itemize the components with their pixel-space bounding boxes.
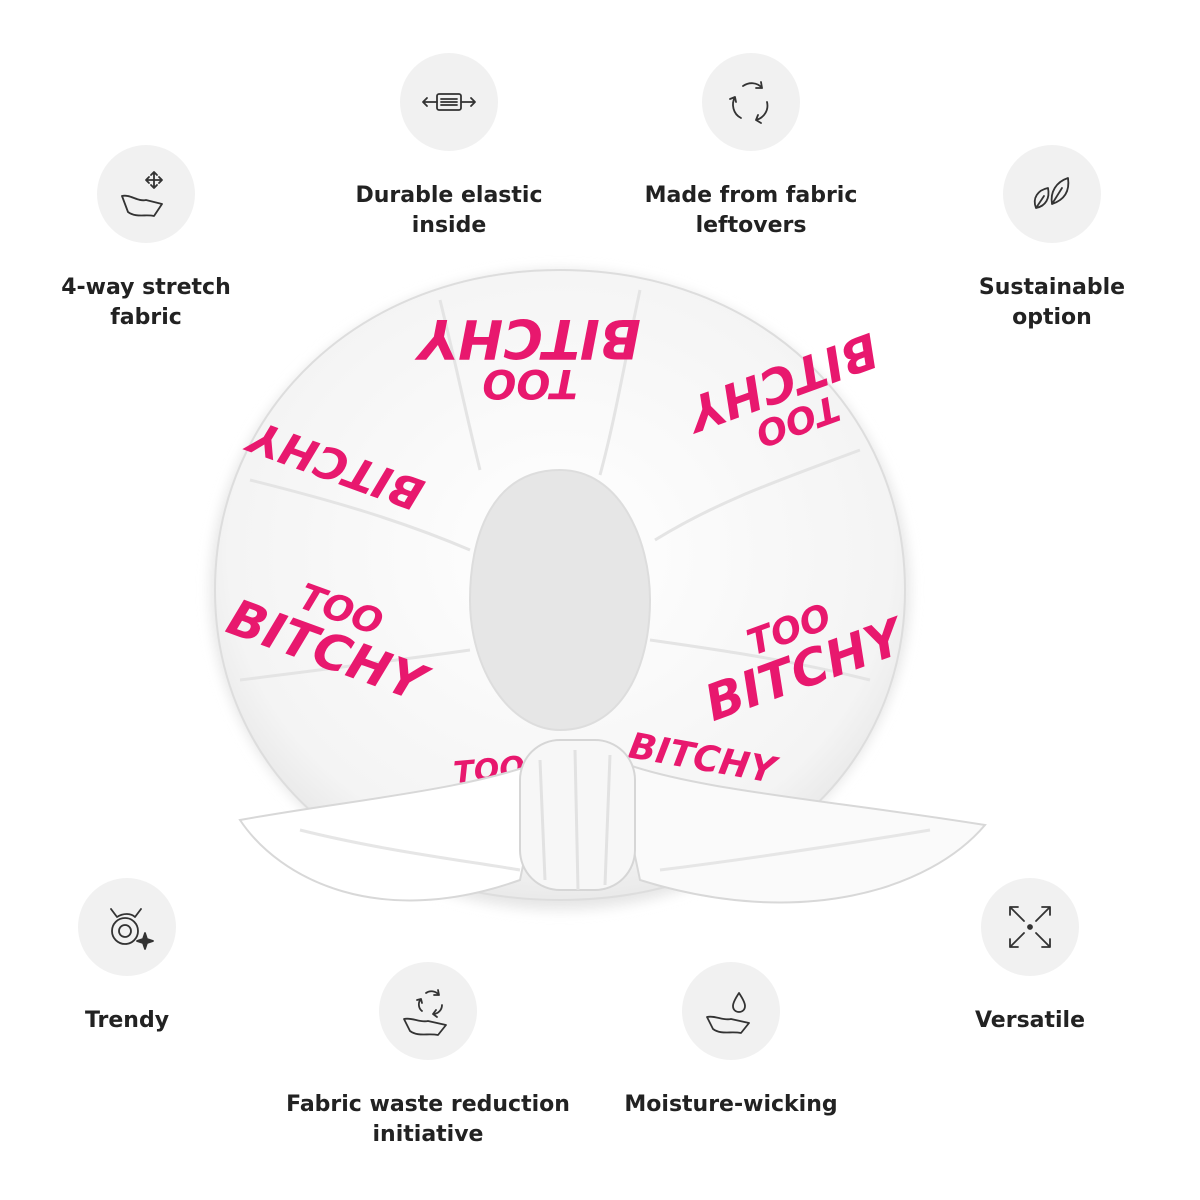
feature-fabric-leftovers: Made from fabric leftovers bbox=[591, 53, 911, 241]
feature-waste-reduction: Fabric waste reduction initiative bbox=[268, 962, 588, 1150]
feature-moisture-wicking: Moisture-wicking bbox=[571, 962, 891, 1120]
sparkle-ponytail-icon bbox=[110, 908, 154, 950]
feature-4-way-stretch: 4-way stretch fabric bbox=[0, 145, 306, 333]
feature-versatile: Versatile bbox=[870, 878, 1190, 1036]
feature-icon-circle bbox=[379, 962, 477, 1060]
water-drop-fabric-icon bbox=[706, 992, 750, 1034]
expand-arrows-icon bbox=[1009, 906, 1051, 948]
elastic-arrows-icon bbox=[422, 93, 476, 111]
feature-sustainable: Sustainable option bbox=[892, 145, 1200, 333]
feature-label: Versatile bbox=[974, 1008, 1086, 1033]
feature-icon-circle bbox=[400, 53, 498, 151]
feature-label: Moisture-wicking bbox=[624, 1092, 838, 1117]
feature-label: 4-way stretch fabric bbox=[61, 275, 231, 330]
feature-label: Durable elastic inside bbox=[355, 183, 543, 238]
stretch-fabric-icon bbox=[121, 171, 163, 217]
feature-icon-circle bbox=[97, 145, 195, 243]
fabric-recycle-icon bbox=[403, 989, 447, 1036]
leaves-icon bbox=[1033, 177, 1070, 209]
print-text: BITCHY bbox=[414, 307, 641, 370]
feature-icon-circle bbox=[981, 878, 1079, 976]
feature-label: Trendy bbox=[84, 1008, 170, 1033]
feature-icon-circle bbox=[702, 53, 800, 151]
feature-trendy: Trendy bbox=[0, 878, 287, 1036]
feature-label: Fabric waste reduction initiative bbox=[286, 1092, 570, 1147]
bow-knot bbox=[238, 739, 987, 904]
feature-icon-circle bbox=[1003, 145, 1101, 243]
print-text: TOO bbox=[482, 360, 577, 406]
feature-icon-circle bbox=[78, 878, 176, 976]
feature-durable-elastic: Durable elastic inside bbox=[289, 53, 609, 241]
feature-icon-circle bbox=[682, 962, 780, 1060]
recycle-icon bbox=[729, 81, 769, 124]
feature-label: Sustainable option bbox=[978, 275, 1126, 330]
feature-label: Made from fabric leftovers bbox=[644, 183, 858, 238]
